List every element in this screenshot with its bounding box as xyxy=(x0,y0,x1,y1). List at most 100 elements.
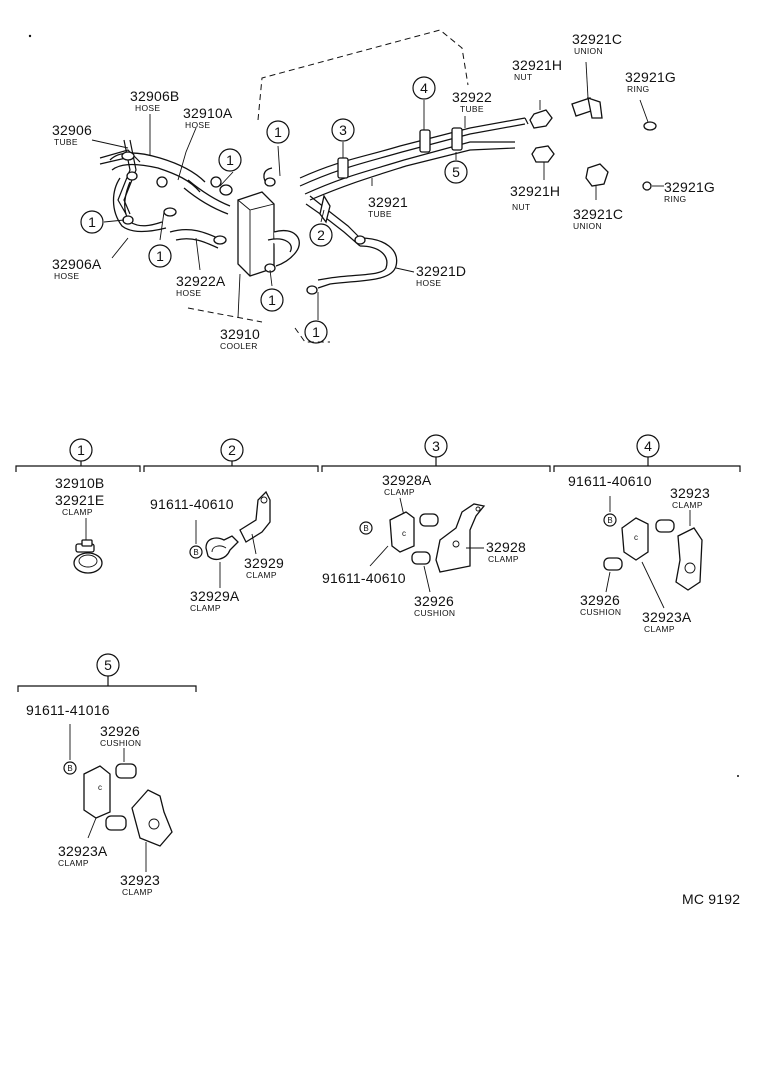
clamp-icon: c xyxy=(83,765,111,819)
svg-text:c: c xyxy=(98,783,102,792)
svg-text:32923: 32923 xyxy=(120,872,160,888)
svg-text:32923A: 32923A xyxy=(642,609,692,625)
group-4: 91611-40610 B 32923 CLAMP c 32926 CUSHIO… xyxy=(568,473,710,634)
svg-text:CLAMP: CLAMP xyxy=(122,887,153,897)
clamp-icon xyxy=(239,490,271,543)
svg-text:91611-40610: 91611-40610 xyxy=(322,570,406,586)
label-32922: 32922 TUBE xyxy=(452,89,492,114)
group-1: 32910B 32921E CLAMP xyxy=(55,475,104,574)
svg-text:4: 4 xyxy=(644,438,652,454)
main-assembly: 1 1 1 1 1 1 2 3 4 5 32906B HOSE 32910A H… xyxy=(52,29,715,351)
svg-text:1: 1 xyxy=(268,292,276,308)
svg-text:CUSHION: CUSHION xyxy=(580,607,621,617)
svg-text:COOLER: COOLER xyxy=(220,341,258,351)
callout-4: 4 xyxy=(412,76,436,100)
clamp-icon xyxy=(675,527,703,591)
label-32921C-bottom: 32921C UNION xyxy=(573,206,623,231)
svg-text:32910A: 32910A xyxy=(183,105,233,121)
clamp-icon: c xyxy=(621,517,649,561)
svg-text:32922: 32922 xyxy=(452,89,492,105)
svg-text:NUT: NUT xyxy=(514,72,532,82)
callout-1-d: 1 xyxy=(148,244,172,268)
svg-text:1: 1 xyxy=(226,152,234,168)
clamp-icon xyxy=(131,789,173,847)
bolt-icon: B xyxy=(359,521,373,535)
svg-text:CLAMP: CLAMP xyxy=(672,500,703,510)
svg-text:NUT: NUT xyxy=(512,202,530,212)
svg-text:32926: 32926 xyxy=(580,592,620,608)
svg-text:1: 1 xyxy=(77,442,85,458)
svg-text:32921: 32921 xyxy=(368,194,408,210)
group-header-5: 5 xyxy=(17,653,197,692)
cushion-icon xyxy=(411,513,439,565)
hose-clamp-icon xyxy=(73,539,103,574)
svg-text:2: 2 xyxy=(228,442,236,458)
svg-text:3: 3 xyxy=(339,122,347,138)
svg-text:UNION: UNION xyxy=(573,221,602,231)
svg-text:RING: RING xyxy=(627,84,649,94)
bolt-icon: B xyxy=(63,761,77,775)
svg-text:CLAMP: CLAMP xyxy=(644,624,675,634)
svg-text:32926: 32926 xyxy=(414,593,454,609)
union-elbow-icon xyxy=(571,97,603,119)
svg-text:32906: 32906 xyxy=(52,122,92,138)
cushion-icon xyxy=(105,763,137,831)
callout-5: 5 xyxy=(444,160,468,184)
svg-text:UNION: UNION xyxy=(574,46,603,56)
clamp-icon xyxy=(435,503,486,573)
svg-text:c: c xyxy=(402,529,406,538)
label-32921H-bottom: 32921H NUT xyxy=(510,183,560,212)
clamp-icon: c xyxy=(389,511,415,553)
svg-text:32928: 32928 xyxy=(486,539,526,555)
label-32921G-bottom: 32921G RING xyxy=(664,179,715,204)
label-32921: 32921 TUBE xyxy=(368,194,408,219)
svg-text:B: B xyxy=(193,548,198,557)
label-32906B: 32906B HOSE xyxy=(130,88,179,113)
speck xyxy=(28,34,32,38)
clamp-icon xyxy=(205,535,239,561)
svg-text:32929: 32929 xyxy=(244,555,284,571)
svg-text:TUBE: TUBE xyxy=(54,137,78,147)
svg-text:32921G: 32921G xyxy=(664,179,715,195)
svg-text:32928A: 32928A xyxy=(382,472,432,488)
union-icon xyxy=(585,163,609,187)
svg-text:32923: 32923 xyxy=(670,485,710,501)
svg-text:32922A: 32922A xyxy=(176,273,226,289)
group-2: 91611-40610 B 32929 CLAMP 32929A CLAMP xyxy=(150,490,284,613)
group-header-4: 4 xyxy=(553,434,741,472)
label-32921D: 32921D HOSE xyxy=(416,263,466,288)
svg-text:TUBE: TUBE xyxy=(460,104,484,114)
svg-text:32921E: 32921E xyxy=(55,492,104,508)
oil-cooler[interactable] xyxy=(237,191,275,277)
nut-icon xyxy=(531,145,555,163)
label-32921C-top: 32921C UNION xyxy=(572,31,622,56)
svg-text:32929A: 32929A xyxy=(190,588,240,604)
label-32922A: 32922A HOSE xyxy=(176,273,226,298)
callout-3: 3 xyxy=(331,118,355,142)
svg-text:1: 1 xyxy=(88,214,96,230)
svg-text:B: B xyxy=(607,516,612,525)
group-header-3: 3 xyxy=(321,434,551,472)
group-header-2: 2 xyxy=(143,438,319,472)
svg-text:B: B xyxy=(363,524,368,533)
speck xyxy=(737,775,739,777)
label-32906A: 32906A HOSE xyxy=(52,256,102,281)
svg-text:CUSHION: CUSHION xyxy=(414,608,455,618)
svg-text:CLAMP: CLAMP xyxy=(246,570,277,580)
svg-text:32906A: 32906A xyxy=(52,256,102,272)
label-32910A: 32910A HOSE xyxy=(183,105,233,130)
svg-text:32926: 32926 xyxy=(100,723,140,739)
label-32921G-top: 32921G RING xyxy=(625,69,676,94)
nut-icon xyxy=(529,109,553,129)
bolt-icon: B xyxy=(189,545,203,559)
figure-code: MC 9192 xyxy=(682,891,740,907)
label-32910: 32910 COOLER xyxy=(220,326,260,351)
cushion-icon xyxy=(603,519,675,571)
svg-text:CLAMP: CLAMP xyxy=(384,487,415,497)
callout-1-f: 1 xyxy=(304,320,328,344)
svg-text:TUBE: TUBE xyxy=(368,209,392,219)
svg-text:HOSE: HOSE xyxy=(54,271,79,281)
svg-text:c: c xyxy=(634,533,638,542)
group-header-1: 1 xyxy=(15,438,141,472)
